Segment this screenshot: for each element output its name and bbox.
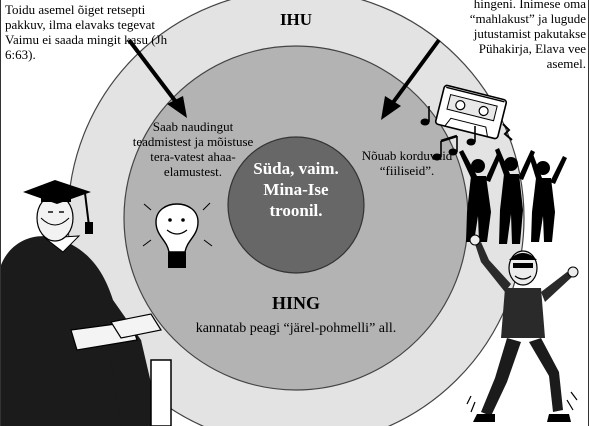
heart-circle [227,136,365,274]
caption-right: hingeni. Inimese oma “mahlakust” ja lugu… [469,0,586,71]
left-ring-note: Saab naudingut teadmistest ja mõistuse t… [132,119,254,179]
dancers-icon [459,148,567,244]
heart-label: Süda, vaim. Mina-Ise troonil. [253,159,339,220]
soul-subtitle: kannatab peagi “järel-pohmelli” all. [195,321,397,336]
arrow-right-icon [381,38,441,120]
music-notes-icon [420,106,513,161]
arrow-left-icon [127,38,187,118]
body-label: IHU [279,10,313,29]
right-ring-note: Nõuab korduvaid “fiiliseid”. [361,148,453,178]
dancing-man-icon [466,234,579,422]
caption-left: Toidu asemel õiget retsepti pakkuv, ilma… [5,2,168,62]
soul-label: HING [271,293,320,313]
cassette-icon [434,84,508,140]
lightbulb-icon [142,202,213,268]
graduate-icon [1,180,172,426]
